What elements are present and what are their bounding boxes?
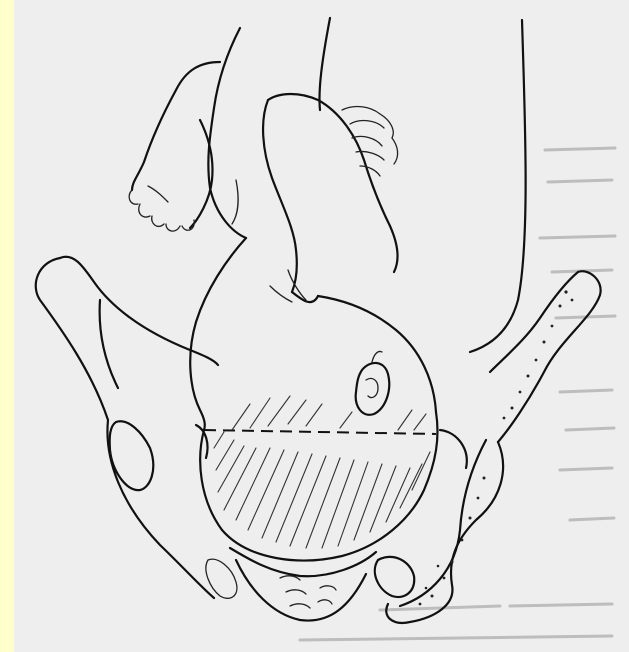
fetal-genitalia [356, 351, 390, 414]
pelvis-left-ilium [36, 257, 237, 599]
bleed-through-lines [300, 148, 615, 640]
fetal-hand [342, 107, 398, 176]
sacrum [230, 548, 376, 621]
dashed-diameter-line [204, 430, 436, 434]
fetal-buttocks [190, 238, 437, 560]
uterine-wall [470, 20, 526, 352]
fetal-trunk [208, 18, 330, 238]
fetal-left-leg [129, 62, 238, 231]
pelvis-right-ilium [375, 271, 601, 623]
